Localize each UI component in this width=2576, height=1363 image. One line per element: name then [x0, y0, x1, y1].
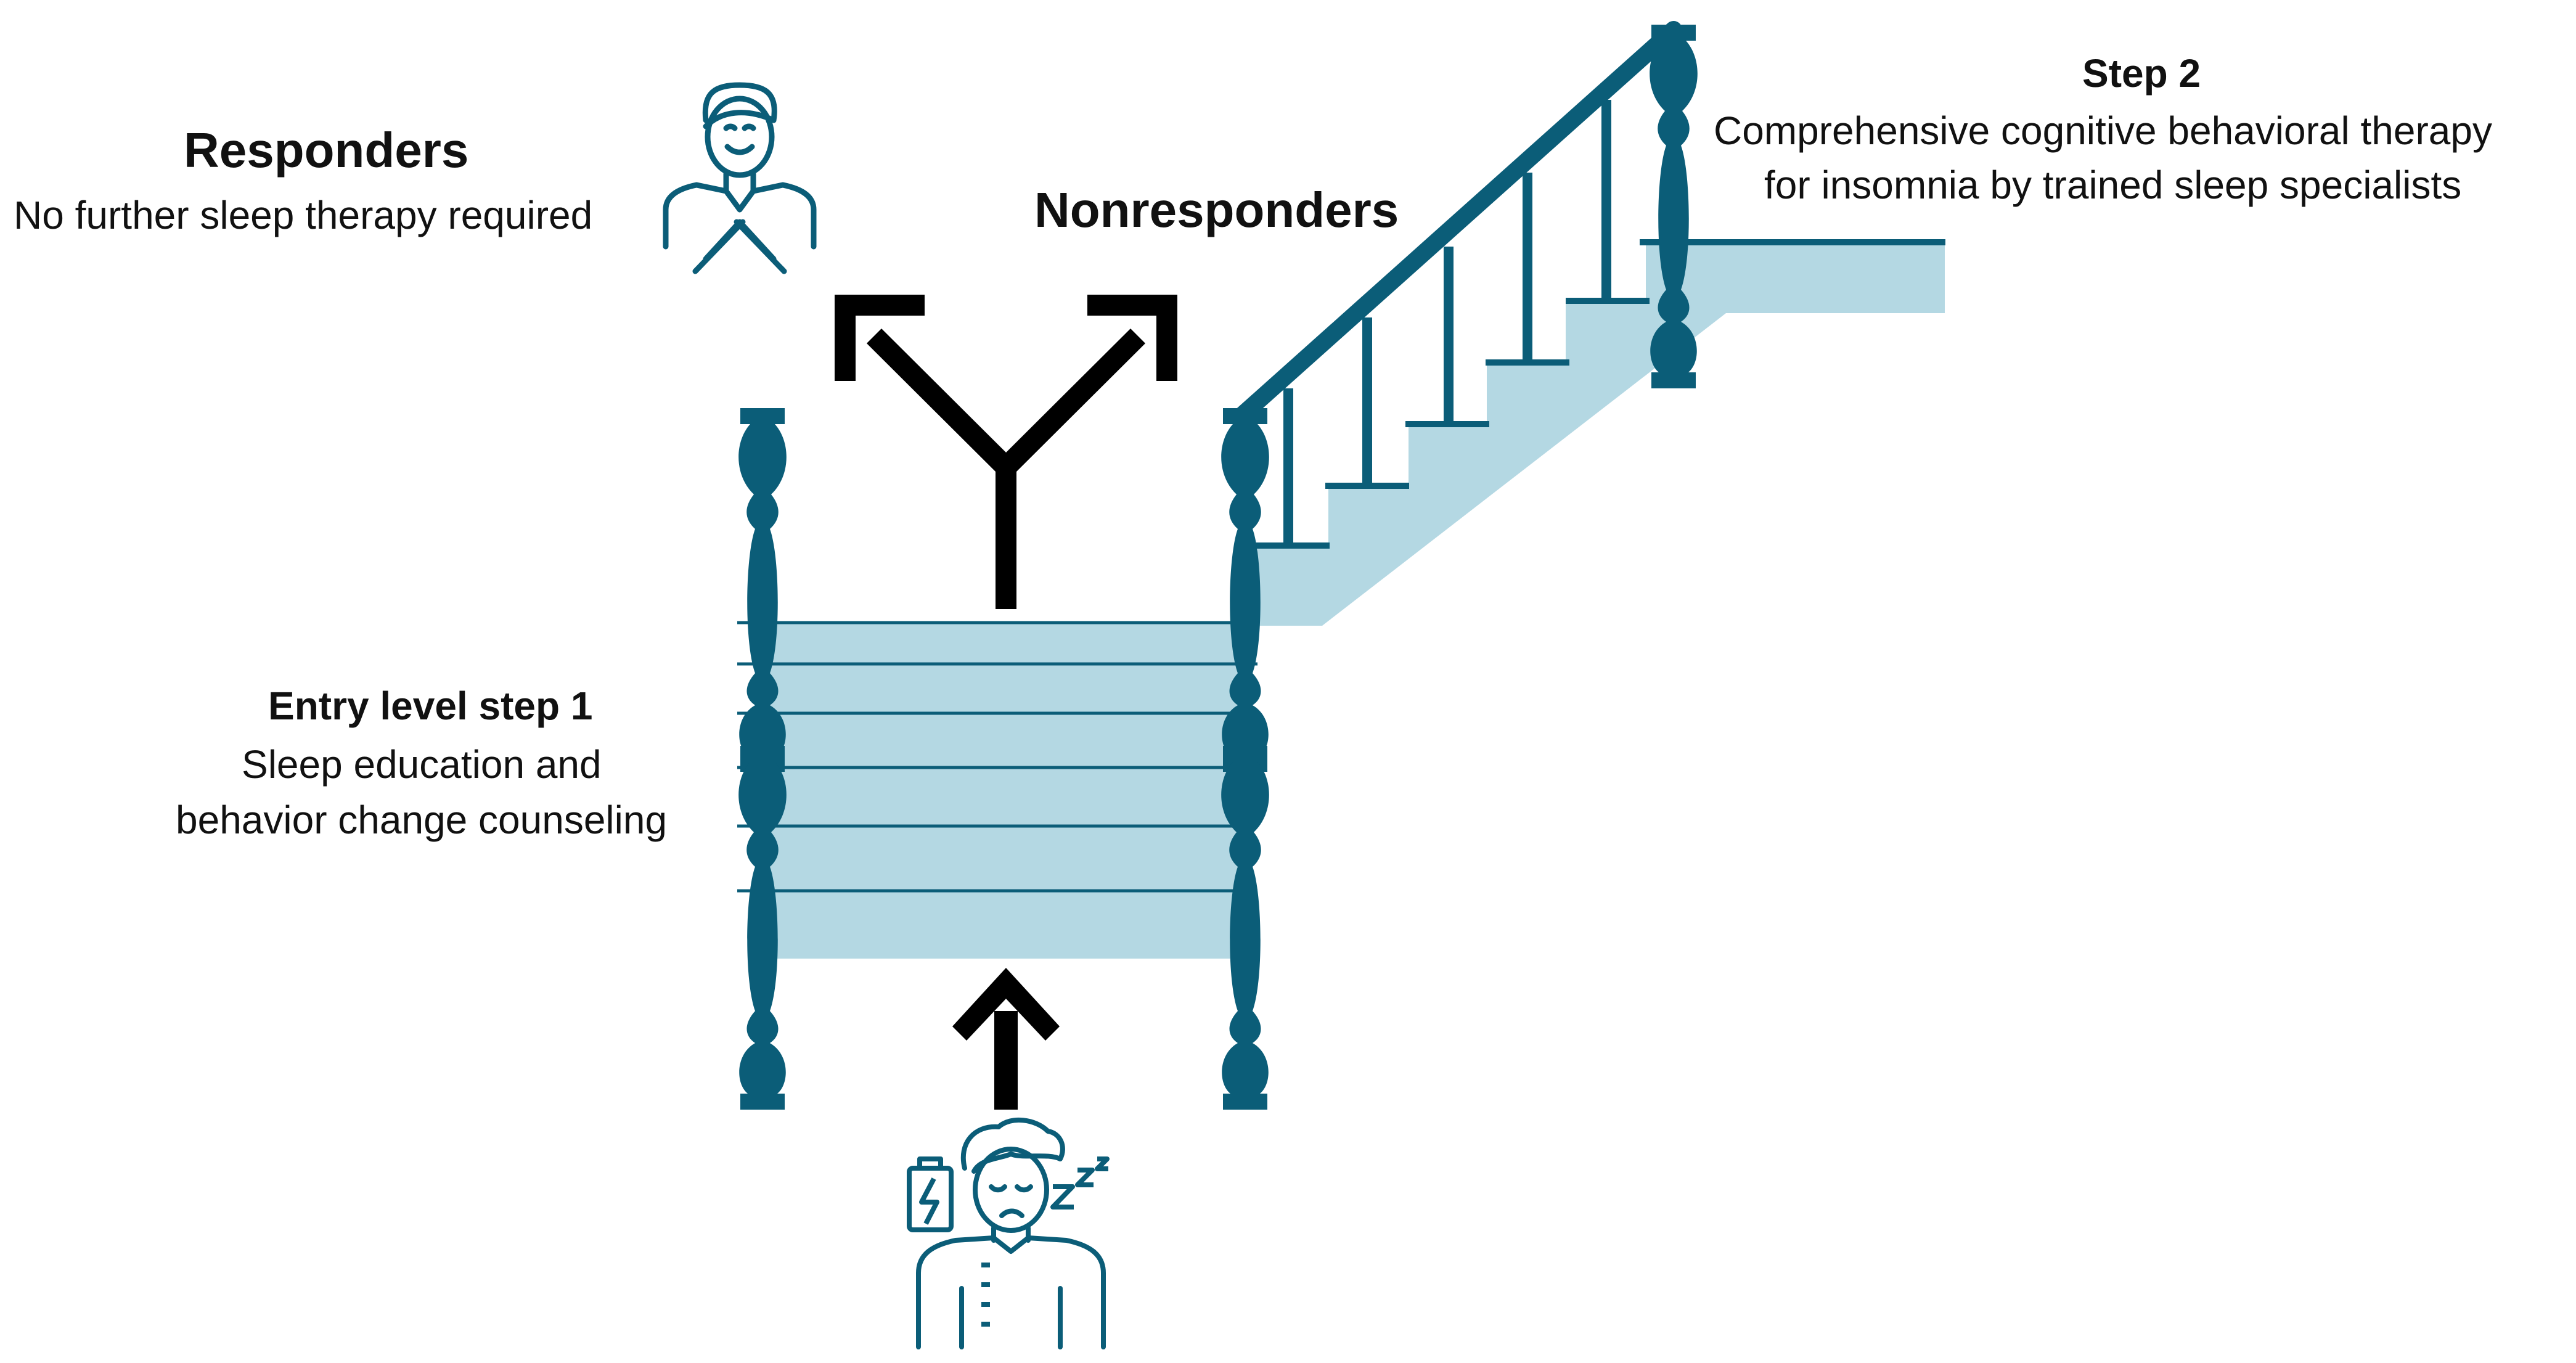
- shirt-buttons: [981, 1263, 990, 1327]
- step2-line1: Comprehensive cognitive behavioral thera…: [1714, 108, 2492, 153]
- step1-line2: behavior change counseling: [176, 798, 668, 842]
- upper-stair-spindles: [1283, 100, 1611, 546]
- step2-line2: for insomnia by trained sleep specialist…: [1764, 163, 2462, 207]
- tired-person-icon: [916, 1117, 1106, 1349]
- step1-title: Entry level step 1: [268, 684, 593, 728]
- relaxed-person-icon: [663, 82, 817, 274]
- step1-tread-lines: [737, 621, 1257, 893]
- responders-subtitle: No further sleep therapy required: [14, 193, 593, 237]
- baluster-upper-landing: [1650, 25, 1698, 388]
- responders-title: Responders: [184, 123, 469, 178]
- baluster-step1-left-top: [738, 408, 787, 772]
- low-battery-icon: [907, 1156, 954, 1232]
- nonresponders-title: Nonresponders: [1034, 182, 1399, 237]
- upper-staircase: [1257, 240, 1945, 626]
- zzz-icon: [1050, 1156, 1110, 1210]
- step1-landing: [755, 623, 1242, 959]
- entry-arrow: [952, 968, 1060, 1110]
- step1-line1: Sleep education and: [242, 742, 602, 787]
- branching-arrow: [835, 295, 1177, 609]
- step2-title: Step 2: [2082, 51, 2201, 96]
- upper-landing-rail: [1640, 239, 1945, 245]
- handrail: [1230, 21, 1682, 427]
